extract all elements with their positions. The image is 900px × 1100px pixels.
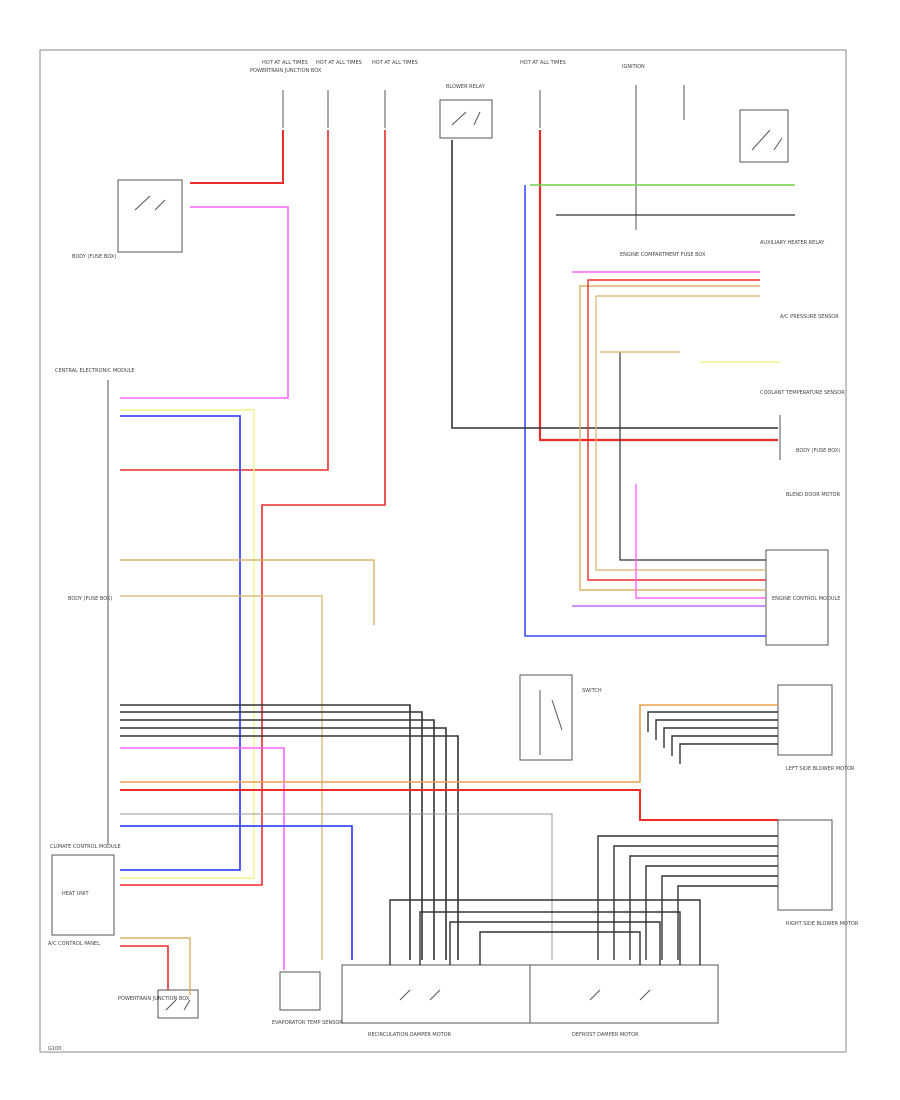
climate-control-box xyxy=(51,854,115,936)
blower-right: RIGHT SIDE BLOWER MOTOR xyxy=(777,819,859,927)
wire-pink-ecm xyxy=(635,484,766,599)
evap-sensor-label: EVAPORATOR TEMP SENSOR xyxy=(272,1020,343,1026)
relay-top-label: BLOWER RELAY xyxy=(446,84,486,90)
wire-black-blower-r-0 xyxy=(597,835,778,960)
wire-black-ecm xyxy=(619,352,766,561)
blower-right-label: RIGHT SIDE BLOWER MOTOR xyxy=(786,921,859,927)
wire-black-blower-r-2 xyxy=(629,855,778,960)
fuse-hot-label-4: HOT AT ALL TIMES xyxy=(520,60,566,66)
wire-black-blower-1 xyxy=(655,719,778,740)
climate-control-label: CLIMATE CONTROL MODULE xyxy=(50,844,121,850)
ignition-block: IGNITION xyxy=(622,64,789,230)
ignition-label: IGNITION xyxy=(622,64,645,70)
wire-pink-evap xyxy=(120,747,285,970)
engine-control-box xyxy=(765,549,829,646)
wire-red-top-left xyxy=(190,130,284,184)
wire-tan-climate xyxy=(120,937,191,995)
wire-black-blower-r-1 xyxy=(613,845,778,960)
fuse-block-3: HOT AT ALL TIMES xyxy=(372,60,418,128)
ac-ctrl-label: A/C CONTROL PANEL xyxy=(48,941,100,947)
wire-tan-right xyxy=(579,285,766,591)
wire-black-harness-3 xyxy=(120,727,447,960)
evap-sensor: EVAPORATOR TEMP SENSOR xyxy=(272,971,343,1026)
fuse-label-1: POWERTRAIN JUNCTION BOX xyxy=(250,68,322,74)
defrost-label: DEFROST DAMPER MOTOR xyxy=(572,1032,639,1038)
wire-group xyxy=(120,130,795,995)
engine-comp-label: ENGINE COMPARTMENT FUSE BOX xyxy=(620,252,706,258)
left-top-module-label: BODY (FUSE BOX) xyxy=(72,254,116,260)
switch-mid-label: SWITCH xyxy=(582,688,602,694)
recirc-label: RECIRCULATION DAMPER MOTOR xyxy=(368,1032,452,1038)
switch-mid: SWITCH xyxy=(519,674,602,761)
wire-yellow-left xyxy=(120,409,255,879)
wire-red-blower xyxy=(120,789,778,821)
wire-black-bus-1 xyxy=(419,911,681,965)
heat-unit-label: HEAT UNIT xyxy=(62,891,89,897)
engine-control-label: ENGINE CONTROL MODULE xyxy=(772,596,840,602)
lower-left-relay-box xyxy=(157,989,199,1019)
relay-top: BLOWER RELAY xyxy=(439,84,493,139)
lower-left-relay-label: POWERTRAIN JUNCTION BOX xyxy=(118,996,190,1002)
wire-tan-mid xyxy=(120,559,375,625)
blower-right-box xyxy=(777,819,833,911)
switch-mid-box xyxy=(519,674,573,761)
wire-black-blower-0 xyxy=(647,711,778,732)
right-connector-1: BODY (FUSE BOX) xyxy=(779,415,840,460)
lower-left-relay: POWERTRAIN JUNCTION BOX xyxy=(118,989,199,1019)
wire-black-blower-r-5 xyxy=(677,885,778,960)
wire-black-harness-0 xyxy=(120,704,411,960)
left-mid-label: BODY (FUSE BOX) xyxy=(68,596,112,602)
blower-left: LEFT SIDE BLOWER MOTOR xyxy=(777,684,855,772)
fuse-block-4: HOT AT ALL TIMES xyxy=(520,60,566,128)
wire-blue-left xyxy=(120,415,241,871)
wire-black-bus-2 xyxy=(449,921,661,965)
wire-blue-bottom xyxy=(120,825,353,960)
fuse-block-2: HOT AT ALL TIMES xyxy=(316,60,362,128)
relay-top-box xyxy=(439,99,493,139)
wire-black-bus-3 xyxy=(479,931,641,965)
blower-left-label: LEFT SIDE BLOWER MOTOR xyxy=(786,766,855,772)
wire-tan-2 xyxy=(120,595,323,960)
aux-heater-label: AUXILIARY HEATER RELAY xyxy=(760,240,825,246)
wire-red-feed-2 xyxy=(120,130,329,471)
fuse-block-1: POWERTRAIN JUNCTION BOX HOT AT ALL TIMES xyxy=(250,60,322,128)
wire-black-harness-2 xyxy=(120,719,435,960)
wire-black-blower-r-4 xyxy=(661,875,778,960)
fuse-hot-label-2: HOT AT ALL TIMES xyxy=(316,60,362,66)
left-top-module-box xyxy=(117,179,183,253)
left-top-module: BODY (FUSE BOX) xyxy=(72,179,183,260)
wire-blue-right xyxy=(524,185,766,637)
wire-black-harness-1 xyxy=(120,711,423,960)
coolant-label: COOLANT TEMPERATURE SENSOR xyxy=(760,390,845,396)
central-module-label: CENTRAL ELECTRONIC MODULE xyxy=(55,368,135,374)
fuse-hot-label-1: HOT AT ALL TIMES xyxy=(262,60,308,66)
climate-control-module: CLIMATE CONTROL MODULE HEAT UNIT A/C CON… xyxy=(48,844,121,947)
recirc-motor: RECIRCULATION DAMPER MOTOR DEFROST DAMPE… xyxy=(341,964,719,1038)
wire-tan-right2 xyxy=(595,295,766,571)
engine-control-module: ENGINE CONTROL MODULE xyxy=(765,549,840,646)
evap-sensor-box xyxy=(279,971,321,1011)
diagram-frame xyxy=(39,49,847,1053)
ground-label: G100 xyxy=(48,1046,61,1052)
wire-black-bus-0 xyxy=(389,899,701,965)
wire-black-blower-2 xyxy=(663,727,778,748)
wire-black-blower-4 xyxy=(679,743,778,764)
wire-red-climate xyxy=(120,945,169,990)
blend-motor-label: BLEND DOOR MOTOR xyxy=(786,492,841,498)
right-connector-1-label: BODY (FUSE BOX) xyxy=(796,448,840,454)
wire-black-harness-4 xyxy=(120,735,459,960)
wire-red-right2 xyxy=(587,279,766,581)
wire-orange-blower xyxy=(120,704,778,783)
wire-black-blower-r-3 xyxy=(645,865,778,960)
wire-black-blower-3 xyxy=(671,735,778,756)
wire-red-right xyxy=(538,130,778,442)
wire-pink-top xyxy=(120,206,289,399)
ac-pressure-label: A/C PRESSURE SENSOR xyxy=(780,314,839,320)
blower-left-box xyxy=(777,684,833,756)
wire-red-feed-3 xyxy=(120,130,386,886)
wire-black-mid xyxy=(451,140,778,429)
fuse-hot-label-3: HOT AT ALL TIMES xyxy=(372,60,418,66)
